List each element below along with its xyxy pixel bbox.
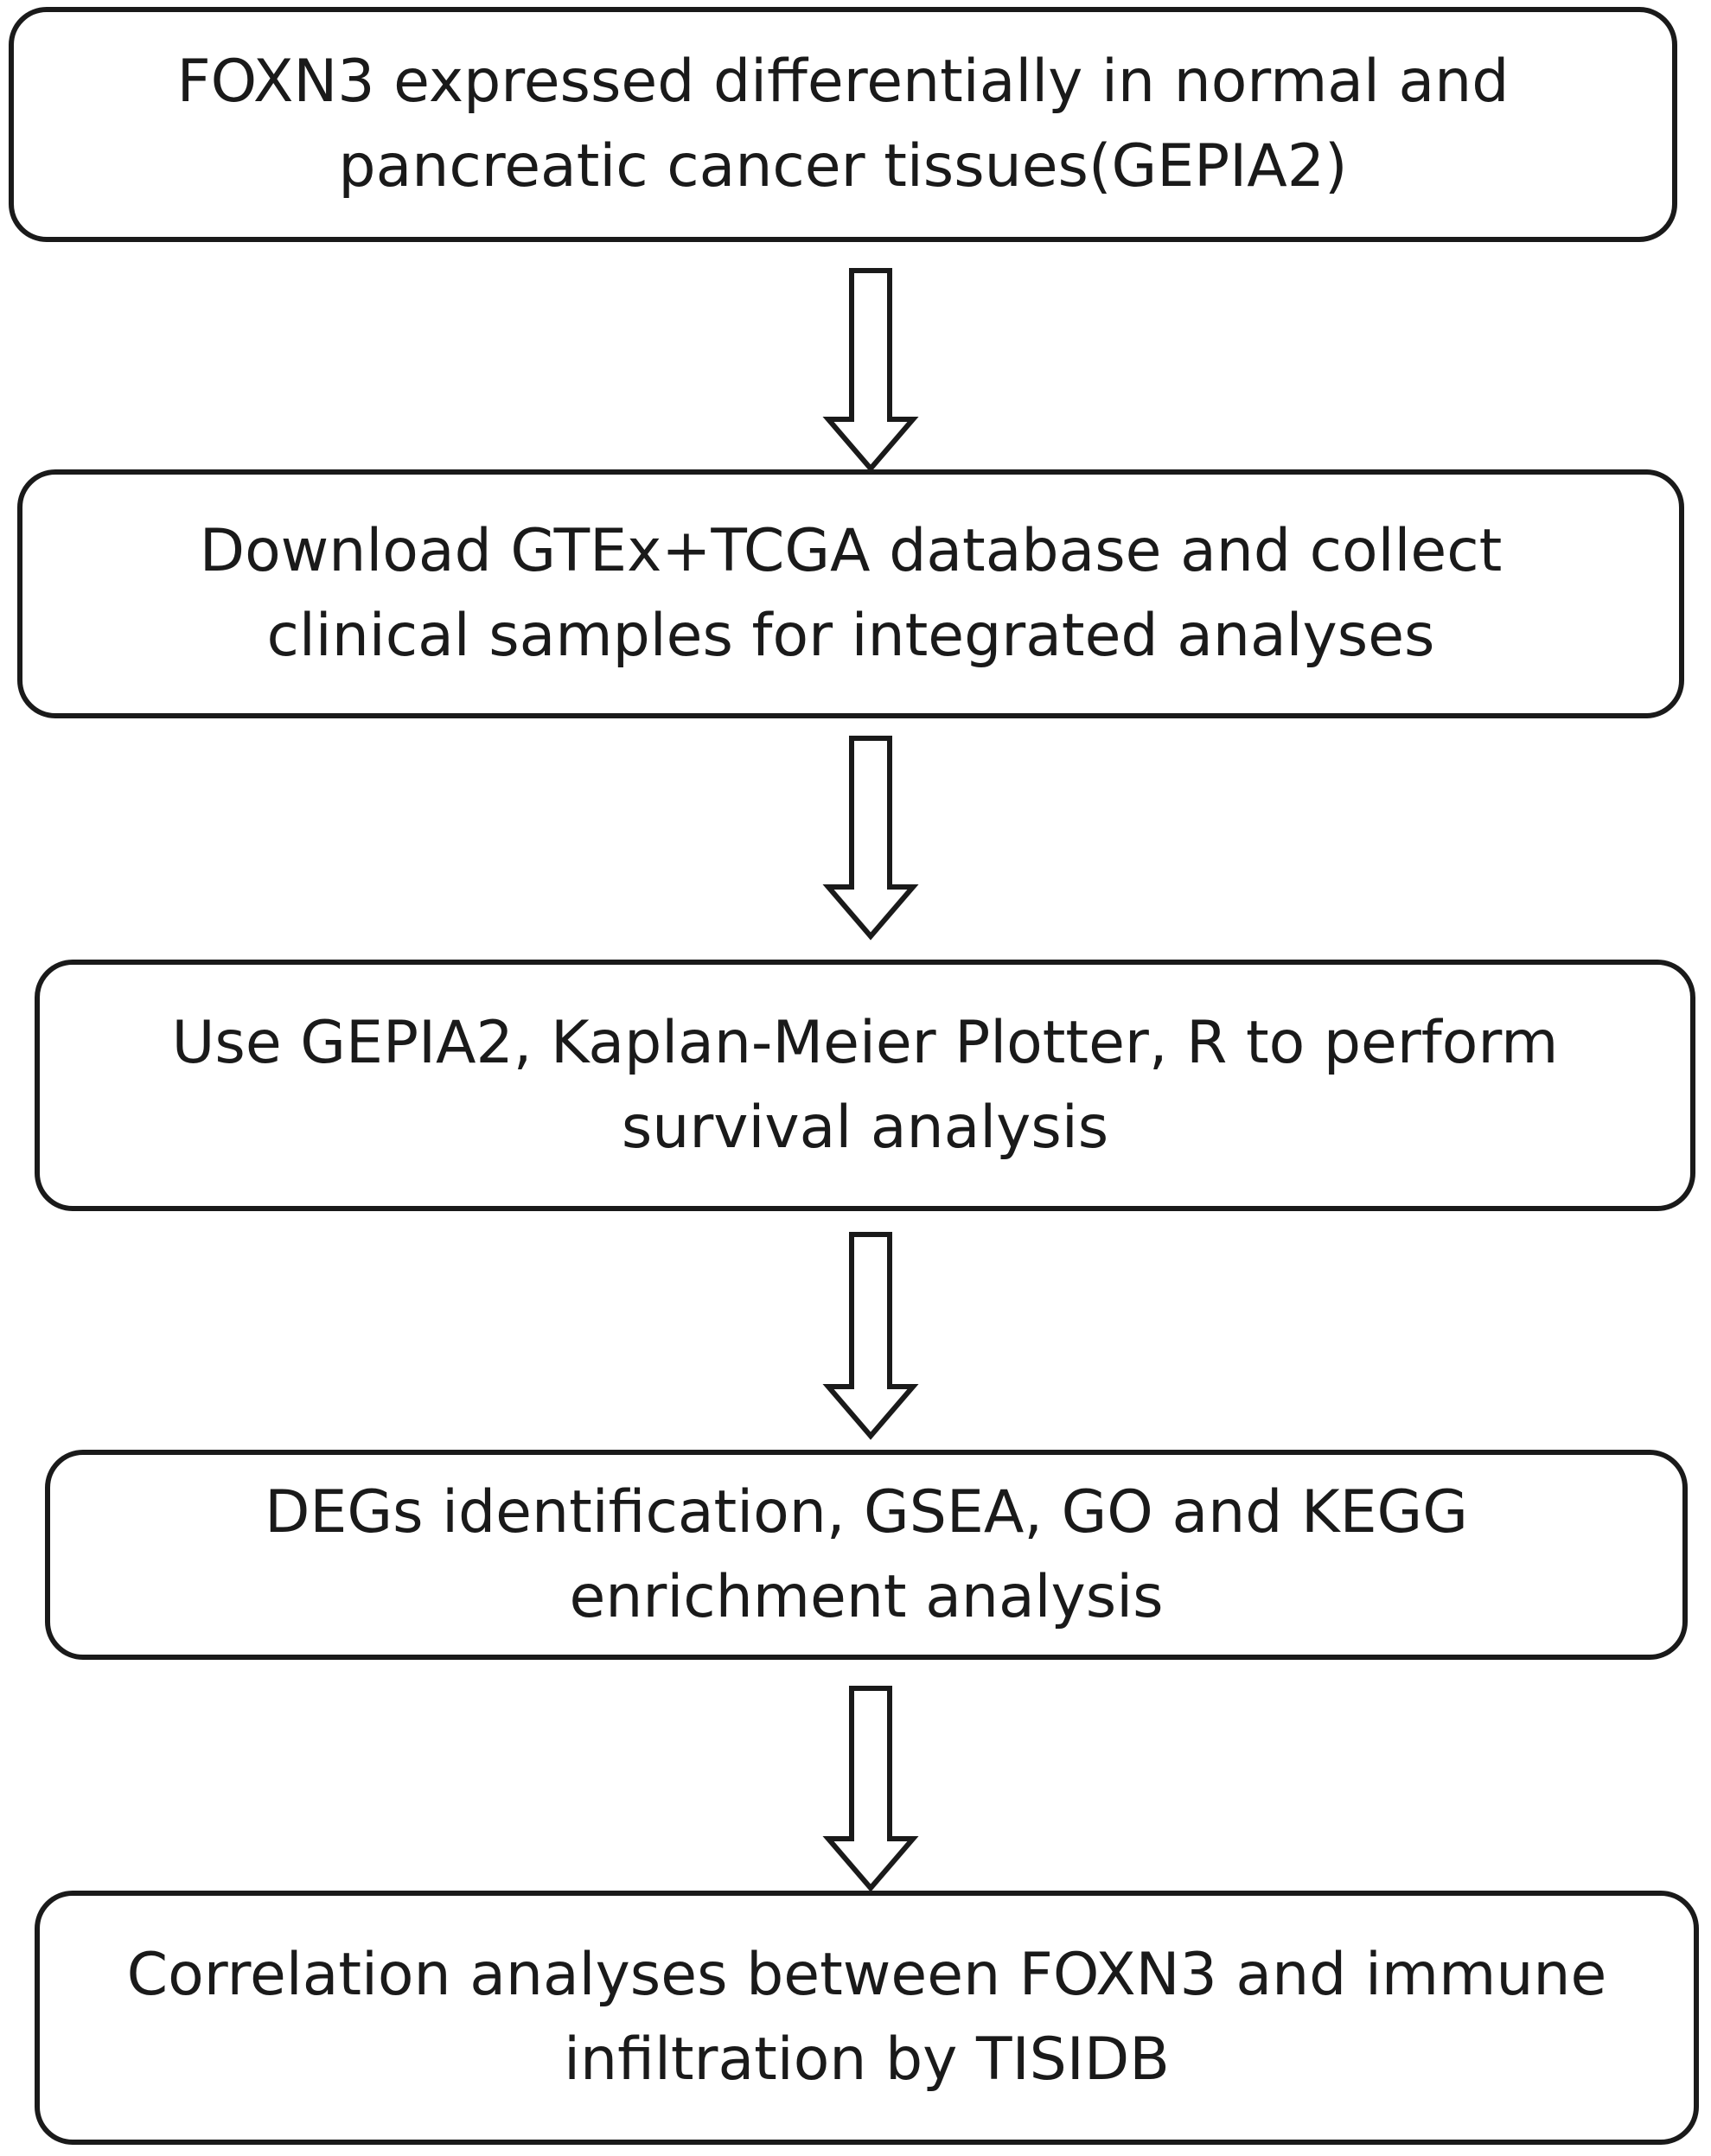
step-3-text: Use GEPIA2, Kaplan-Meier Plotter, R to p… (172, 1001, 1559, 1170)
step-5-line-1: Correlation analyses between FOXN3 and i… (126, 1941, 1607, 2009)
step-5-line-2: infiltration by TISIDB (564, 2025, 1170, 2094)
step-2-line-1: Download GTEx+TCGA database and collect (199, 517, 1503, 585)
flow-step-5: Correlation analyses between FOXN3 and i… (35, 1891, 1699, 2145)
flow-step-1: FOXN3 expressed differentially in normal… (9, 7, 1677, 242)
step-1-line-1: FOXN3 expressed differentially in normal… (176, 48, 1510, 116)
hollow-down-arrow-icon (822, 736, 919, 941)
step-4-text: DEGs identification, GSEA, GO and KEGG e… (265, 1470, 1468, 1640)
flow-step-4: DEGs identification, GSEA, GO and KEGG e… (45, 1450, 1688, 1660)
step-3-line-2: survival analysis (621, 1093, 1109, 1162)
step-5-text: Correlation analyses between FOXN3 and i… (127, 1933, 1607, 2102)
step-3-line-1: Use GEPIA2, Kaplan-Meier Plotter, R to p… (171, 1008, 1559, 1077)
hollow-down-arrow-icon (822, 1686, 919, 1892)
step-1-line-2: pancreatic cancer tissues(GEPIA2) (338, 132, 1348, 201)
step-4-line-1: DEGs identification, GSEA, GO and KEGG (265, 1477, 1468, 1547)
flow-step-3: Use GEPIA2, Kaplan-Meier Plotter, R to p… (35, 960, 1695, 1211)
step-2-text: Download GTEx+TCGA database and collect … (200, 509, 1503, 679)
step-2-line-2: clinical samples for integrated analyses (266, 602, 1435, 670)
step-1-text: FOXN3 expressed differentially in normal… (177, 40, 1510, 209)
hollow-down-arrow-icon (822, 1232, 919, 1440)
step-4-line-2: enrichment analysis (569, 1562, 1164, 1631)
hollow-down-arrow-icon (822, 268, 919, 473)
flow-step-2: Download GTEx+TCGA database and collect … (17, 469, 1684, 718)
